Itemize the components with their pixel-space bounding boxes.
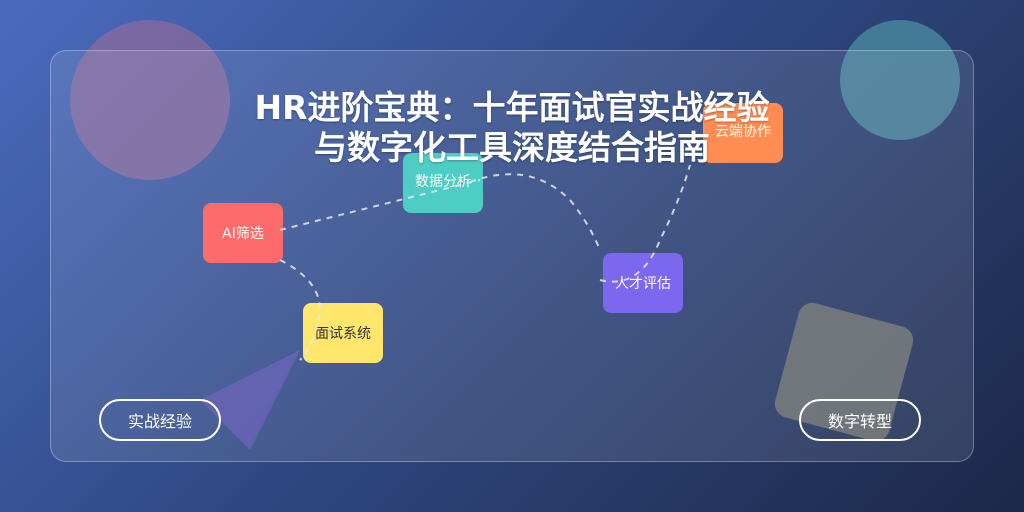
tag-practical-experience[interactable]: 实战经验 xyxy=(99,399,221,441)
connector-talent-cloud xyxy=(599,164,691,283)
tag-label: 实战经验 xyxy=(127,412,192,431)
card-label: AI筛选 xyxy=(222,226,264,242)
card-label: 人才评估 xyxy=(615,276,671,292)
page-title: HR进阶宝典：十年面试官实战经验 与数字化工具深度结合指南 xyxy=(0,88,1024,168)
tag-label: 数字转型 xyxy=(827,412,892,431)
card-ai-screening[interactable]: AI筛选 xyxy=(203,203,283,263)
decor-triangle xyxy=(200,350,300,450)
connector-ai-interview xyxy=(279,259,322,361)
title-line-2: 与数字化工具深度结合指南 xyxy=(314,128,710,167)
connector-data-talent xyxy=(469,173,601,251)
connector-ai-data xyxy=(279,179,481,231)
card-interview-system[interactable]: 面试系统 xyxy=(303,303,383,363)
card-label: 云端协作 xyxy=(715,124,771,140)
decor-circle-pink xyxy=(70,20,230,180)
card-cloud-collab[interactable]: 云端协作 xyxy=(703,103,783,163)
card-label: 面试系统 xyxy=(315,326,371,342)
card-talent-assessment[interactable]: 人才评估 xyxy=(603,253,683,313)
decor-circle-teal xyxy=(840,20,960,140)
title-line-1: HR进阶宝典：十年面试官实战经验 xyxy=(254,88,770,127)
tag-digital-transformation[interactable]: 数字转型 xyxy=(799,399,921,441)
